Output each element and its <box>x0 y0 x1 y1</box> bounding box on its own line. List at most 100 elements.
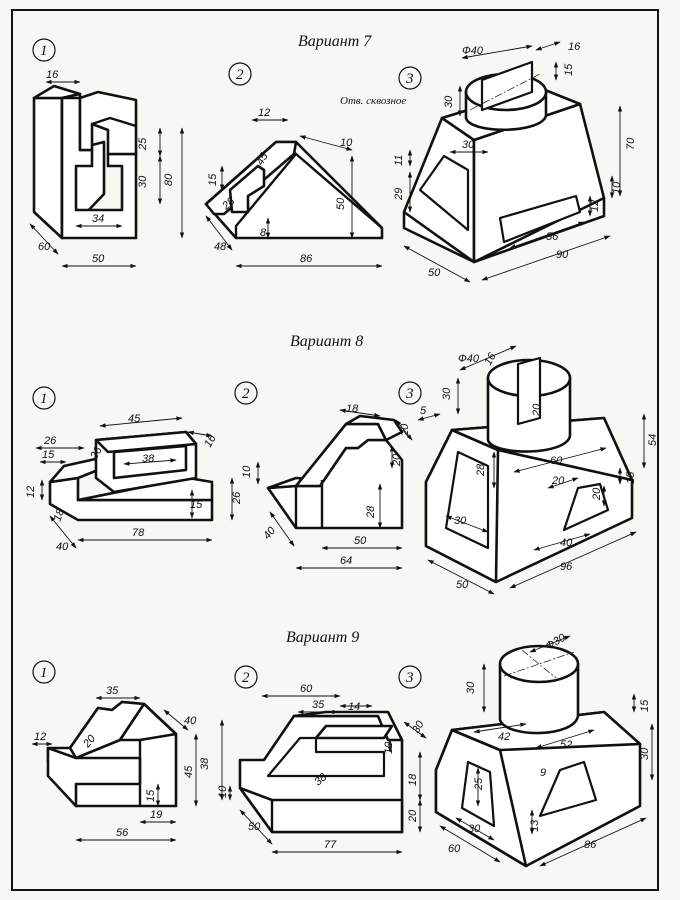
v8-figure-1: 1 45 16 26 26 38 15 12 15 18 26 40 78 <box>25 386 243 553</box>
v7-fig2-dim: 8 <box>260 227 267 239</box>
v9-fig2-number: 2 <box>242 670 250 686</box>
variant-9-title: Вариант 9 <box>286 629 359 646</box>
v7-fig3-cylinder-slot <box>480 60 534 112</box>
v7-figure-3: 3 Отв. сквозное Ф40 16 15 30 11 30 70 29… <box>340 41 637 283</box>
v8-fig2-dim: 50 <box>354 535 367 547</box>
v7-fig1-dim-line <box>29 223 59 255</box>
v8-fig3-dim: 30 <box>454 515 467 527</box>
v7-fig3-note: Отв. сквозное <box>340 95 406 107</box>
v9-fig1-dim-line <box>163 709 189 731</box>
v9-fig3-dim: 13 <box>529 819 541 832</box>
v7-fig2-marker <box>228 62 252 86</box>
v7-fig2-dim: 86 <box>300 253 313 265</box>
v8-fig3-dim: Ф40 <box>458 353 480 365</box>
v9-fig1-dim: 15 <box>145 789 157 802</box>
v7-fig3-dim: 90 <box>556 249 569 261</box>
v8-fig1-base-left <box>48 476 214 522</box>
v9-fig1-dim: 19 <box>150 809 162 821</box>
v7-fig3-dim: 70 <box>625 137 637 150</box>
v9-fig1-base-front <box>46 746 142 808</box>
v7-fig3-marker <box>398 66 422 90</box>
v9-fig2-dim: 35 <box>312 699 325 711</box>
v9-fig3-front-cut <box>538 760 598 818</box>
v8-fig1-dim-line <box>187 430 213 438</box>
v9-figure-3: 3 Ф30 30 15 42 52 30 25 9 13 30 60 86 <box>398 631 655 868</box>
variant-7-title: Вариант 7 <box>298 33 372 50</box>
v8-fig3-dim: 54 <box>647 434 659 446</box>
v8-fig3-dim: 50 <box>456 579 469 591</box>
v8-fig3-dim-line <box>547 477 579 489</box>
v8-fig3-dim: 20 <box>531 403 543 417</box>
v9-fig3-dim: 30 <box>639 747 651 760</box>
v7-fig1-dim: 25 <box>137 137 149 151</box>
v7-fig2-edge <box>234 152 383 238</box>
v7-fig3-dim: 15 <box>563 63 575 76</box>
v9-fig2-marker <box>234 665 258 689</box>
v8-fig1-dim: 26 <box>43 435 57 447</box>
v7-fig2-dim: 48 <box>214 241 227 253</box>
v8-fig2-dim: 20 <box>399 423 411 437</box>
v9-fig1-dim: 45 <box>183 765 195 778</box>
v7-fig1-right-block <box>78 90 138 156</box>
v8-fig2-marker <box>234 381 258 405</box>
v7-fig1-dim: 30 <box>137 175 149 188</box>
v8-fig1-dim: 45 <box>128 413 141 425</box>
v7-fig3-dim: 10 <box>611 181 623 194</box>
v8-fig1-dim: 12 <box>25 486 37 498</box>
v7-fig2-dim-line <box>205 215 233 251</box>
v9-fig3-dim: 25 <box>473 777 485 791</box>
v9-fig3-dim: 52 <box>560 739 572 751</box>
v9-fig2-dim: 30 <box>410 718 427 735</box>
v7-fig1-dim: 50 <box>92 253 105 265</box>
v8-figure-2: 2 18 20 10 20 28 40 50 64 <box>234 381 413 571</box>
v9-fig3-marker <box>398 665 422 689</box>
v9-fig1-dim: 40 <box>184 715 197 727</box>
v8-fig1-dim: 78 <box>132 527 145 539</box>
v9-fig3-dim: 30 <box>468 823 481 835</box>
v7-fig3-dim-line <box>403 245 471 283</box>
v8-fig3-dim: 5 <box>420 405 427 417</box>
v8-fig3-dim: 60 <box>550 455 563 467</box>
v7-fig3-dim: 12 <box>589 200 601 212</box>
v8-fig3-dim: 20 <box>591 487 603 501</box>
v8-fig3-dim-line <box>459 345 517 371</box>
v7-fig1-dim: 60 <box>38 241 51 253</box>
v8-fig2-dim-line <box>395 419 413 441</box>
v8-fig3-dim: 16 <box>482 350 499 367</box>
v7-figure-2: 2 12 10 15 45 28 50 8 48 86 <box>204 62 384 269</box>
v9-fig2-channel <box>266 736 386 778</box>
v9-figure-1: 1 35 40 20 12 45 15 19 56 <box>31 660 199 843</box>
v8-fig3-dim-line <box>513 447 607 473</box>
v9-fig3-axis <box>503 651 575 677</box>
v8-fig2-dim-line <box>339 408 381 418</box>
v8-fig3-number: 3 <box>405 386 414 402</box>
v8-fig1-marker <box>32 386 56 410</box>
sheet-border <box>11 9 659 891</box>
v9-fig3-number: 3 <box>405 670 414 686</box>
v8-fig3-dim: 28 <box>475 463 487 477</box>
v8-fig1-dim: 15 <box>190 499 203 511</box>
v8-fig3-marker <box>398 381 422 405</box>
v8-fig2-dim: 20 <box>391 453 403 467</box>
v7-fig3-dim: 30 <box>443 95 455 108</box>
v8-fig1-dim: 38 <box>142 453 155 465</box>
v8-fig1-dim-line <box>123 458 177 466</box>
v9-fig3-dim-line <box>473 722 527 734</box>
v7-fig3-dim-line <box>461 44 533 60</box>
v8-fig3-dim: 15 <box>625 471 637 484</box>
v8-fig1-dim-line <box>99 416 183 428</box>
v9-fig1-slope <box>68 700 146 760</box>
v9-fig2-dim-line <box>239 809 273 845</box>
v8-fig3-dim: 20 <box>551 475 565 487</box>
v7-fig3-dim: 56 <box>546 231 559 243</box>
v9-fig2-dim: 60 <box>300 683 313 695</box>
v8-fig1-dim: 15 <box>42 449 55 461</box>
v7-fig2-dim-line <box>299 135 353 151</box>
v7-fig3-through-hole <box>418 154 470 232</box>
v7-fig3-axis <box>469 73 541 111</box>
v7-fig3-dim: Ф40 <box>462 45 484 57</box>
v7-fig1-dim: 34 <box>92 213 104 225</box>
v9-fig3-dim: 60 <box>448 843 461 855</box>
v9-fig1-number: 1 <box>40 665 48 681</box>
